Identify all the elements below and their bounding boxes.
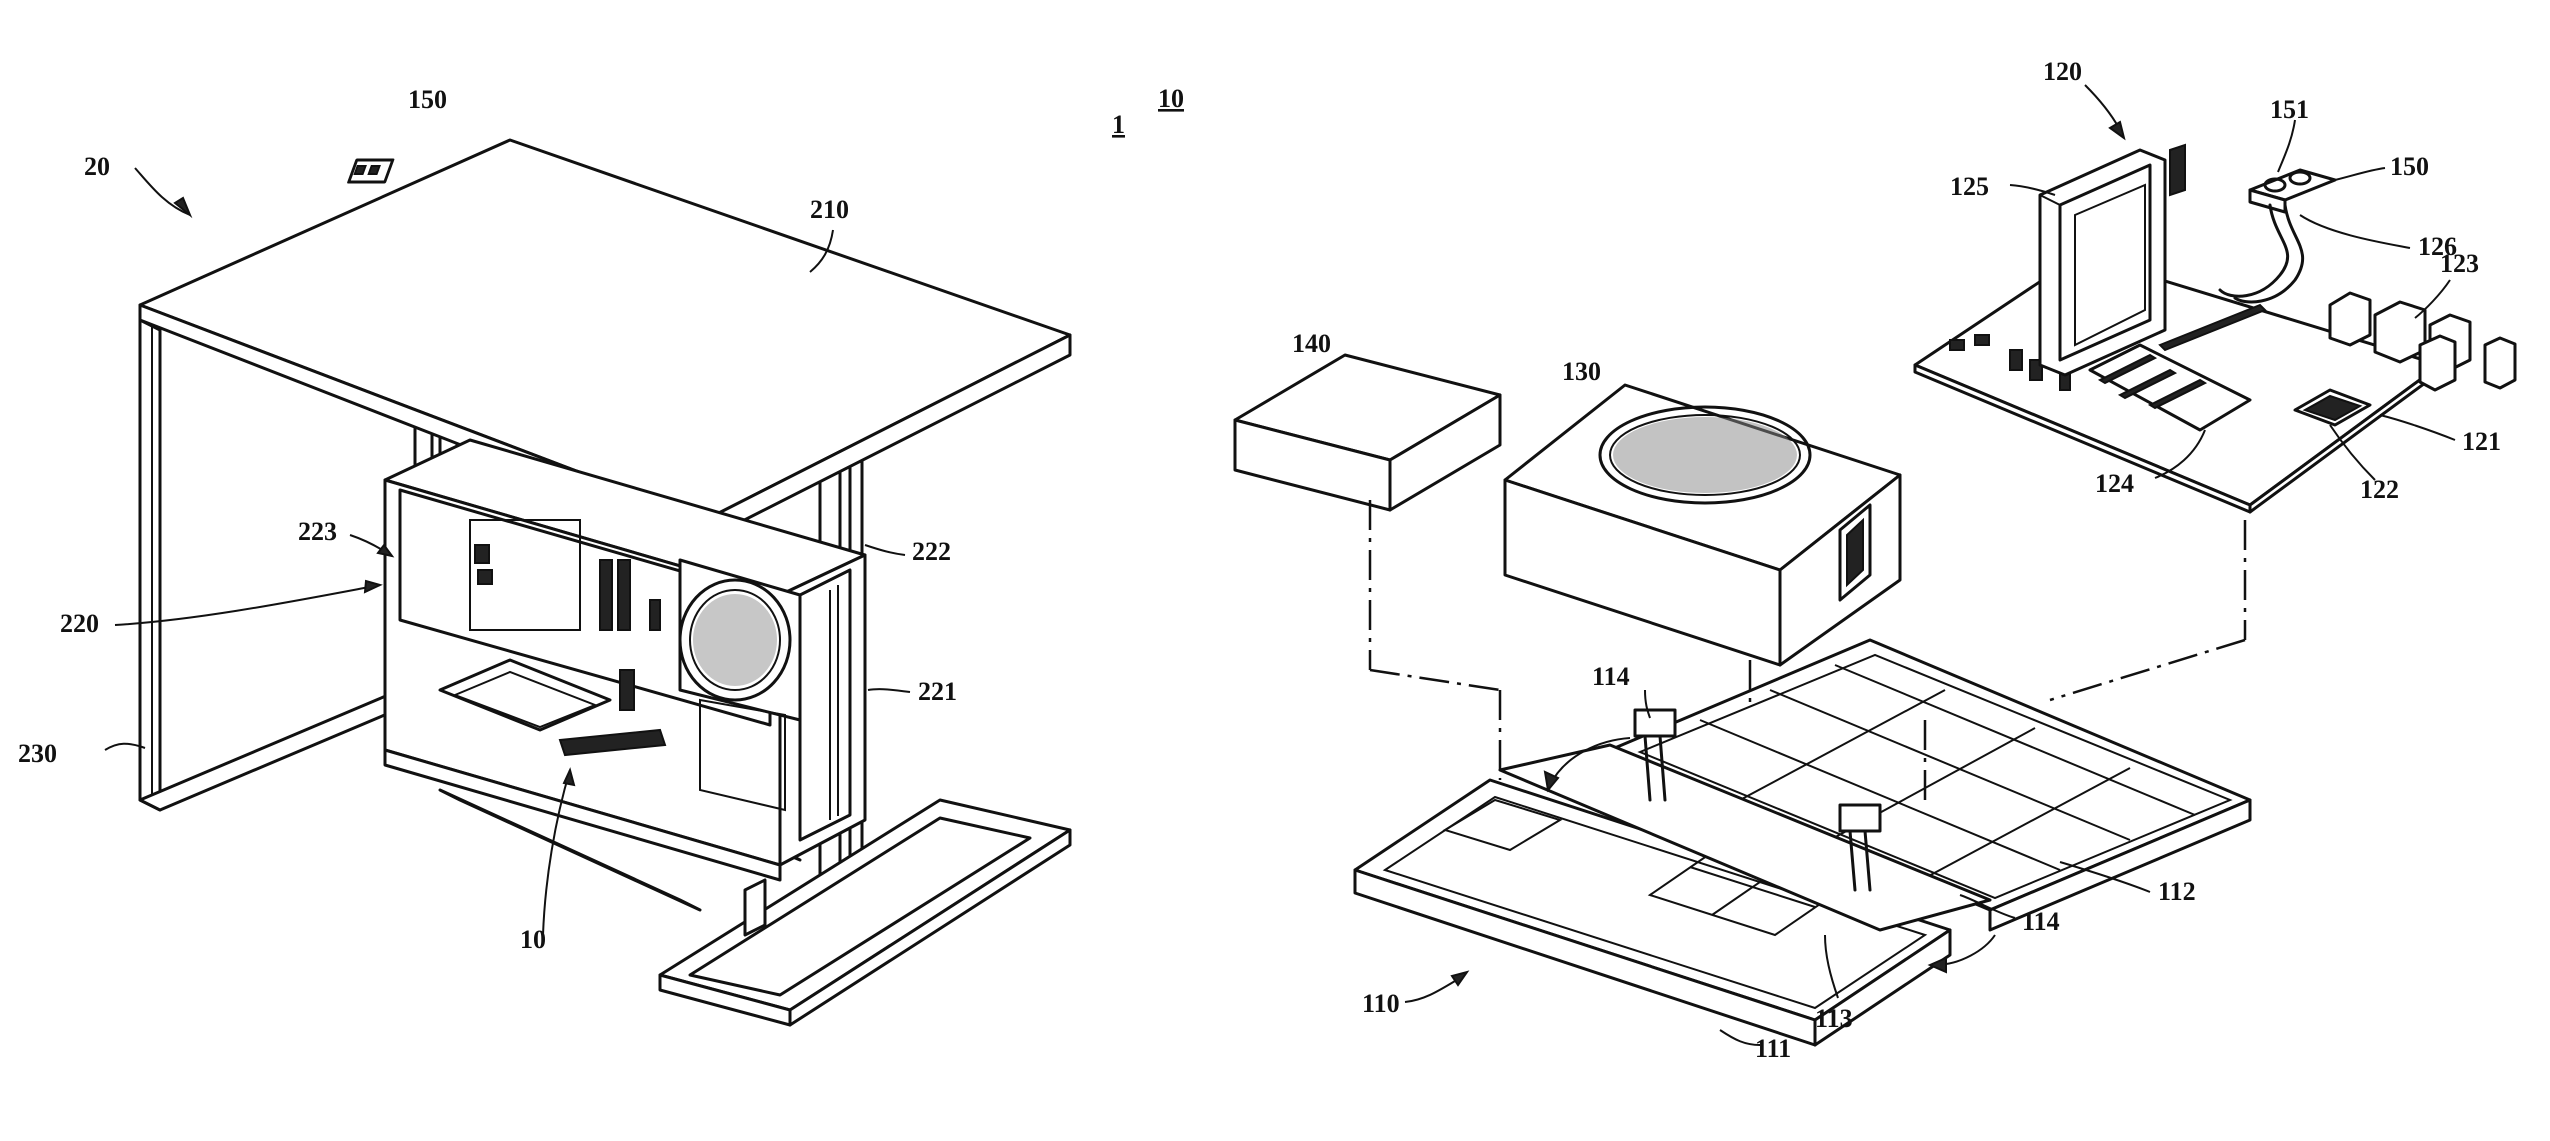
label-1: 1: [1112, 110, 1125, 139]
front-port-150: [2220, 170, 2335, 302]
label-110: 110: [1362, 989, 1400, 1018]
label-123: 123: [2440, 249, 2479, 278]
motherboard-121: [1915, 255, 2515, 512]
label-220: 220: [60, 609, 99, 638]
label-150-right: 150: [2390, 152, 2429, 181]
label-210: 210: [810, 195, 849, 224]
label-223: 223: [298, 517, 337, 546]
label-112: 112: [2158, 877, 2196, 906]
desk-assembly: [105, 140, 1070, 1025]
label-230: 230: [18, 739, 57, 768]
label-222: 222: [912, 537, 951, 566]
psu-130: [1505, 385, 1900, 665]
label-130: 130: [1562, 357, 1601, 386]
label-150-top: 150: [408, 85, 447, 114]
label-113: 113: [1815, 1004, 1853, 1033]
label-111: 111: [1755, 1034, 1791, 1063]
label-221: 221: [918, 677, 957, 706]
label-125: 125: [1950, 172, 1989, 201]
label-120: 120: [2043, 57, 2082, 86]
label-122: 122: [2360, 475, 2399, 504]
label-151: 151: [2270, 95, 2309, 124]
base-tray-110: [1355, 640, 2250, 1045]
label-10: 10: [520, 925, 546, 954]
computer-case-220: [385, 440, 865, 880]
label-114-b: 114: [2022, 907, 2060, 936]
label-114-a: 114: [1592, 662, 1630, 691]
label-121: 121: [2462, 427, 2501, 456]
label-124: 124: [2095, 469, 2134, 498]
label-20: 20: [84, 152, 110, 181]
label-140: 140: [1292, 329, 1331, 358]
storage-box-140: [1235, 355, 1500, 510]
label-10-top: 10: [1158, 84, 1184, 113]
exploded-computer: [1235, 85, 2515, 1045]
